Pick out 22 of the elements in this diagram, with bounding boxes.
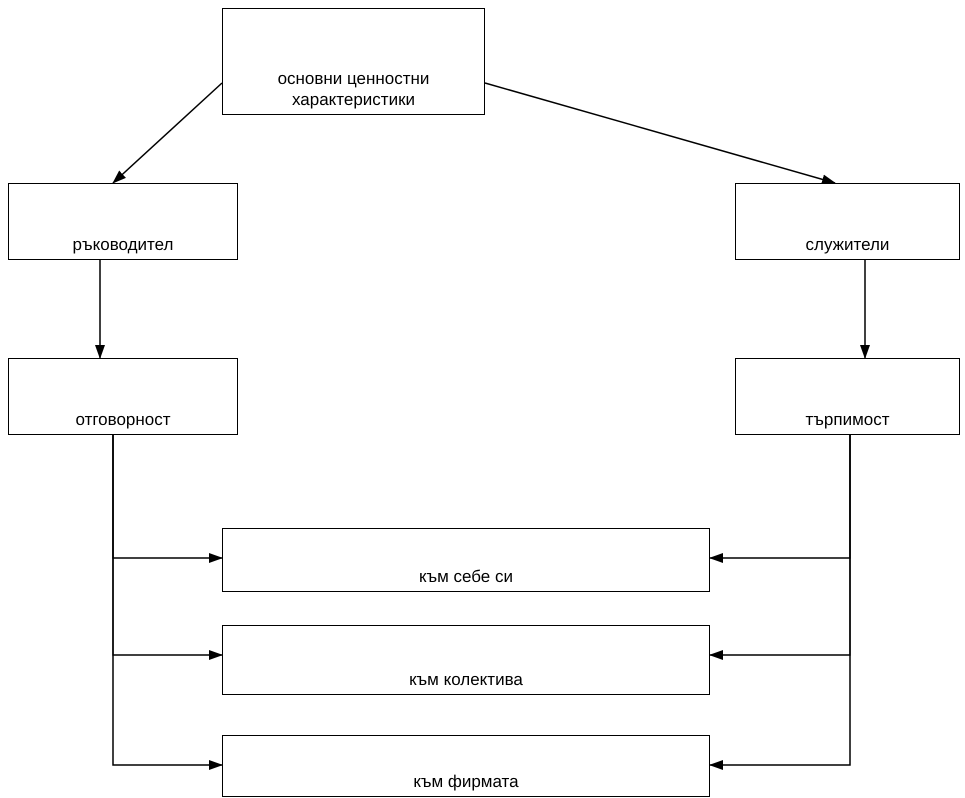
box-label: към колектива [409, 668, 523, 690]
arrow [95, 260, 105, 359]
text-box [8, 358, 238, 435]
text-box [222, 625, 710, 695]
box-label: търпимост [806, 408, 890, 430]
text-box [222, 735, 710, 797]
box-label: отговорност [75, 408, 171, 430]
text-box [8, 183, 238, 260]
box-label: към себе си [419, 566, 513, 587]
arrow [709, 435, 851, 770]
box-label: към фирмата [413, 770, 519, 792]
box-label: ръководител [72, 234, 174, 255]
box-label: служители [806, 234, 890, 255]
text-box [222, 8, 485, 115]
text-box [735, 358, 960, 435]
text-box [222, 528, 710, 592]
arrow [484, 82, 836, 184]
arrow [112, 435, 223, 770]
arrow [860, 260, 870, 359]
arrow [112, 82, 222, 184]
box-label: основни ценностни характеристики [276, 68, 430, 110]
text-box [735, 183, 960, 260]
